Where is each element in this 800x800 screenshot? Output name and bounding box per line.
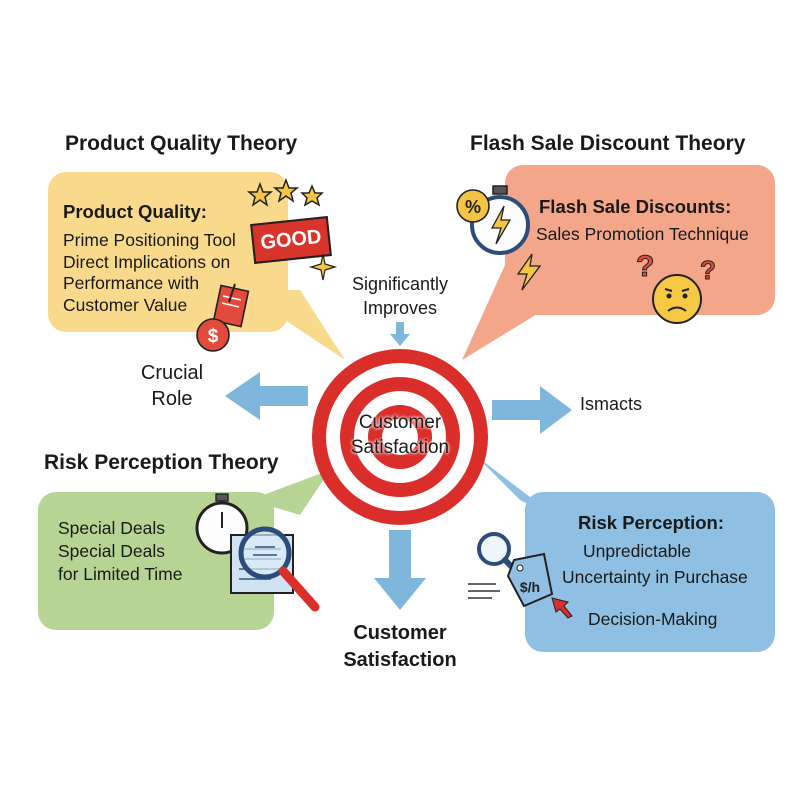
flash-heading: Flash Sale Discounts:	[539, 196, 732, 217]
percent-icon: %	[456, 189, 490, 223]
quality-heading: Product Quality:	[63, 201, 207, 222]
center-label-line-1: Customer	[358, 412, 442, 433]
flash-line-1: Sales Promotion Technique	[536, 224, 749, 244]
top-arrow	[390, 322, 410, 346]
bottom-arrow	[374, 530, 426, 610]
star-icon	[246, 177, 324, 207]
quality-theory-title: Product Quality Theory	[65, 132, 298, 155]
svg-text:$: $	[208, 326, 219, 347]
deals-line-3: for Limited Time	[58, 564, 183, 584]
left-relation-line-1: Crucial	[140, 362, 204, 384]
bottom-relation-label: Customer Satisfaction	[320, 620, 480, 674]
left-relation-label: Crucial Role	[122, 360, 222, 412]
left-relation-line-2: Role	[151, 388, 193, 410]
down-arrow-icon	[551, 597, 573, 619]
quality-line-1: Prime Positioning Tool	[63, 230, 236, 250]
top-relation-line-2: Improves	[362, 298, 438, 318]
quality-line-2: Direct Implications on	[63, 252, 231, 272]
lightning-icon	[516, 253, 542, 291]
bottom-relation-line-2: Satisfaction	[343, 649, 457, 671]
question-mark-icon: ?	[700, 255, 717, 286]
left-arrow	[225, 372, 308, 420]
bottom-relation-line-1: Customer	[353, 622, 447, 644]
notepad-icon	[212, 283, 250, 328]
small-text-scribble-icon	[468, 583, 500, 599]
center-label: Customer Satisfaction	[320, 410, 480, 460]
svg-text:$/h: $/h	[520, 579, 540, 595]
top-relation-line-1: Significantly	[351, 274, 449, 294]
right-relation-label: Ismacts	[580, 394, 643, 414]
price-tag-icon: $	[196, 318, 230, 352]
flash-bubble	[505, 165, 775, 315]
top-relation-label: Significantly Improves	[330, 272, 470, 320]
deals-line-1: Special Deals	[58, 518, 165, 538]
quality-bubble	[48, 172, 288, 332]
magnifier-icon	[238, 526, 320, 612]
risk-line-3: Decision-Making	[588, 609, 718, 629]
sparkle-icon	[308, 253, 338, 281]
risk-line-2: Uncertainty in Purchase	[562, 567, 748, 587]
center-label-line-2: Satisfaction	[350, 437, 450, 458]
worried-face-icon	[652, 274, 702, 324]
flash-theory-title: Flash Sale Discount Theory	[470, 132, 746, 155]
svg-text:%: %	[465, 197, 481, 217]
risk-theory-title: Risk Perception Theory	[44, 451, 279, 474]
risk-bubble	[525, 492, 775, 652]
quality-line-3: Performance with	[63, 273, 200, 293]
right-arrow	[492, 386, 572, 434]
price-tag-icon: $/h	[506, 552, 554, 608]
risk-heading: Risk Perception:	[578, 512, 724, 533]
deals-line-2: Special Deals	[58, 541, 165, 561]
quality-line-4: Customer Value	[63, 295, 188, 315]
risk-line-1: Unpredictable	[583, 541, 691, 561]
target-icon	[312, 349, 488, 525]
question-mark-icon: ?	[635, 250, 655, 284]
